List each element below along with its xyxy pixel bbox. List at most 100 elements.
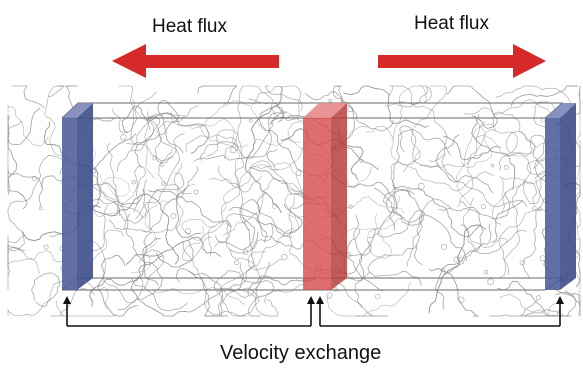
polymer-strand: [7, 244, 25, 267]
polymer-ring: [348, 204, 353, 209]
polymer-strand: [373, 185, 424, 226]
polymer-strand: [131, 238, 187, 317]
polymer-ring: [537, 207, 542, 212]
polymer-ring: [503, 164, 509, 170]
polymer-strand: [7, 120, 23, 179]
polymer-strand: [155, 105, 199, 162]
polymer-strand: [428, 268, 479, 317]
polymer-strand: [455, 123, 494, 206]
polymer-strand: [7, 169, 44, 207]
polymer-strand: [256, 192, 267, 243]
polymer-strand: [407, 186, 481, 238]
polymer-strand: [510, 85, 579, 107]
polymer-strand: [464, 99, 562, 126]
polymer-strand: [205, 261, 270, 317]
polymer-ring: [243, 249, 249, 255]
polymer-ring: [519, 260, 525, 266]
polymer-strand: [181, 240, 260, 317]
polymer-strand: [171, 112, 240, 214]
polymer-strand: [344, 217, 405, 234]
velocity-exchange-connector-left: [63, 296, 315, 327]
velocity-exchange-label: Velocity exchange: [220, 342, 382, 364]
polymer-ring: [326, 292, 333, 299]
polymer-ring: [272, 203, 278, 209]
polymer-ring: [375, 294, 381, 300]
polymer-strand: [112, 98, 135, 134]
polymer-strand: [228, 203, 303, 234]
polymer-strand: [121, 105, 210, 154]
polymer-strand: [97, 254, 138, 317]
velocity-exchange-connector-right: [316, 296, 564, 327]
polymer-strand: [135, 111, 181, 219]
polymer-strand: [460, 117, 492, 168]
polymer-strand: [143, 231, 159, 286]
polymer-ring: [184, 228, 192, 235]
polymer-strand: [44, 85, 72, 159]
polymer-strand: [118, 85, 151, 131]
polymer-strand: [7, 154, 65, 252]
polymer-strand: [402, 85, 448, 173]
polymer-strand: [185, 134, 239, 152]
polymer-ring: [38, 206, 43, 211]
polymer-strand: [377, 210, 425, 266]
polymer-strand: [521, 308, 572, 317]
polymer-strand: [247, 275, 315, 296]
polymer-ring: [540, 117, 546, 123]
polymer-strand: [492, 111, 544, 169]
polymer-ring: [347, 106, 354, 113]
polymer-strand: [223, 288, 279, 317]
polymer-strand: [499, 181, 538, 278]
polymer-strand: [520, 302, 562, 317]
polymer-strand: [473, 135, 548, 157]
polymer-ring: [43, 244, 49, 250]
polymer-strand: [147, 172, 185, 231]
polymer-strand: [399, 125, 439, 168]
polymer-strand: [354, 271, 389, 317]
polymer-strand: [55, 300, 116, 317]
polymer-strand: [181, 218, 216, 241]
polymer-strand: [155, 240, 194, 268]
polymer-strand: [248, 85, 302, 121]
cold-slab-right: [545, 103, 576, 290]
polymer-strand: [495, 85, 573, 111]
polymer-strand: [366, 195, 400, 259]
polymer-ring: [458, 257, 464, 262]
hot-slab-center: [303, 103, 347, 290]
polymer-strand: [474, 128, 518, 157]
heat-flux-left-label: Heat flux: [152, 16, 227, 37]
polymer-strand: [501, 130, 537, 214]
polymer-ring: [480, 203, 487, 210]
polymer-strand: [117, 213, 163, 311]
polymer-strand: [184, 262, 245, 313]
polymer-strand: [197, 85, 238, 106]
polymer-strand: [181, 177, 242, 262]
polymer-strand: [219, 231, 259, 290]
polymer-strand: [148, 190, 232, 228]
polymer-strand: [463, 197, 509, 248]
polymer-ring: [281, 254, 288, 261]
polymer-ring: [532, 205, 537, 211]
polymer-strand: [144, 116, 155, 179]
polymer-ring: [328, 98, 332, 103]
polymer-strand: [420, 121, 486, 168]
polymer-ring: [539, 255, 546, 262]
polymer-ring: [458, 296, 465, 303]
polymer-strand: [388, 85, 448, 163]
polymer-strand: [7, 107, 41, 145]
polymer-strand: [108, 166, 199, 233]
polymer-strand: [31, 272, 61, 308]
polymer-ring: [295, 170, 302, 176]
polymer-strand: [499, 293, 563, 317]
polymer-ring: [535, 295, 541, 301]
polymer-strand: [7, 234, 24, 290]
polymer-ring: [417, 182, 425, 190]
polymer-ring: [490, 163, 495, 168]
polymer-ring: [248, 118, 253, 123]
polymer-strand: [393, 85, 428, 140]
polymer-strand: [222, 178, 317, 236]
polymer-strand: [365, 125, 421, 166]
heat-flux-right-label: Heat flux: [414, 13, 489, 34]
polymer-strand: [50, 288, 95, 317]
arrow-right-icon: [378, 44, 546, 78]
